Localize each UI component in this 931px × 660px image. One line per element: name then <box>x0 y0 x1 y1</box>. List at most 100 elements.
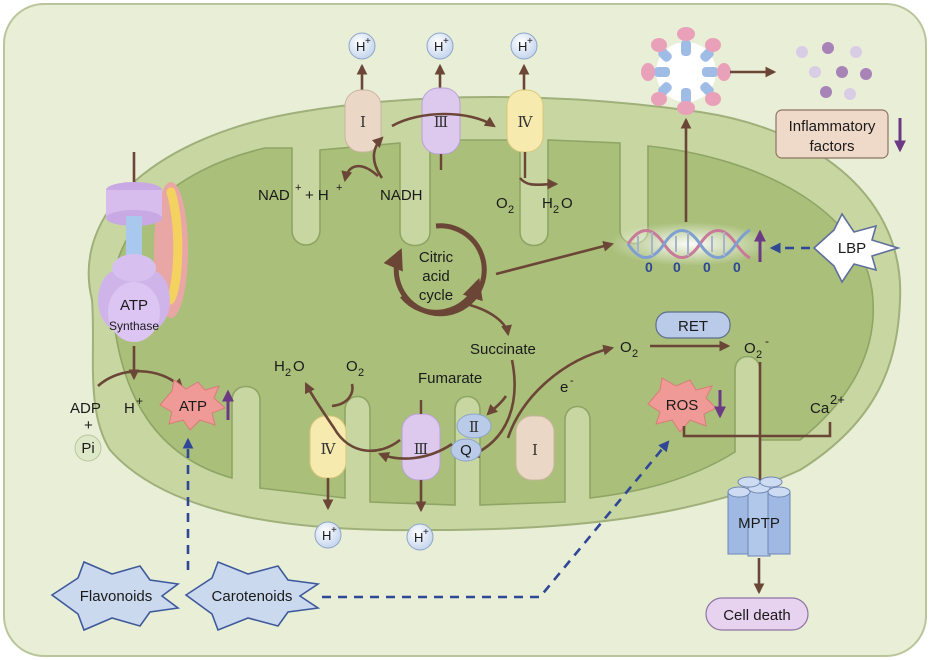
complex-iv-bot-label: Ⅳ <box>321 440 337 458</box>
complex-ii <box>456 413 492 439</box>
citric-acid-cycle <box>383 223 487 317</box>
ubiquinone-q <box>450 438 482 462</box>
inflammatory-label-2: factors <box>809 138 854 155</box>
succinate-to-q-arrow <box>467 359 516 458</box>
atp-synthase-sublabel: Synthase <box>109 319 159 333</box>
pi-circle <box>74 434 102 462</box>
iii-to-iv-arrow <box>304 382 401 453</box>
nadh-to-complex-arrow <box>371 136 384 179</box>
o2-top-label: O <box>496 195 508 212</box>
dna-zero-2: 0 <box>673 259 681 275</box>
flavonoids-star <box>50 560 181 632</box>
complex-iii-bot-label: Ⅲ <box>414 440 428 458</box>
complex-i-bot-label: I <box>532 441 538 459</box>
cycle-to-succinate-arrow <box>465 302 512 337</box>
o2-to-h2o-top-arrow <box>518 177 559 190</box>
dna-zero-3: 0 <box>703 259 711 275</box>
nad-plus: + <box>295 182 301 194</box>
o2-bot-sub: 2 <box>358 367 364 379</box>
ca-charge: 2+ <box>830 392 845 407</box>
atp-label: ATP <box>179 398 207 415</box>
h-proton-label: H <box>124 400 135 417</box>
carotenoids-label: Carotenoids <box>212 588 293 605</box>
dna-zero-4: 0 <box>733 259 741 275</box>
nad-release-arrow <box>341 164 379 183</box>
h2o-bot-o: O <box>293 358 305 375</box>
cycle-label: cycle <box>419 287 453 304</box>
complex-iv-top-label: Ⅳ <box>518 113 534 131</box>
complex-i-bottom <box>515 415 555 481</box>
cytokine-dots <box>796 42 872 100</box>
superoxide-charge: - <box>765 334 769 348</box>
ros-ca-bracket <box>682 422 832 438</box>
h-top-3-label: H <box>518 39 527 54</box>
citric-label: Citric <box>419 249 454 266</box>
dna-glow <box>608 222 772 266</box>
h-top-1-label: H <box>356 39 365 54</box>
carotenoids-star <box>184 560 321 632</box>
adp-label: ADP <box>70 400 101 417</box>
inflammatory-label-1: Inflammatory <box>789 118 876 135</box>
ii-to-fumarate-arrow <box>486 395 508 416</box>
h2o-bot-label: H <box>274 358 285 375</box>
o2-ret-label: O <box>620 339 632 356</box>
atp-synthase-label: ATP <box>120 297 148 314</box>
adp-plus-label: + <box>84 417 93 434</box>
atp-synthase-icon <box>98 152 188 342</box>
h-proton-plus: + <box>136 394 143 408</box>
h-proton-bottom-1 <box>314 521 342 549</box>
electron-leak-arrow <box>506 344 615 439</box>
h-proton-top-3 <box>510 32 538 60</box>
atp-star <box>159 379 226 431</box>
superoxide-sub: 2 <box>756 349 762 361</box>
h-top-2-label: H <box>434 39 443 54</box>
o2-bot-label: O <box>346 358 358 375</box>
cell-death-label: Cell death <box>723 607 791 624</box>
ret-box <box>655 311 731 339</box>
h-proton-top-2 <box>426 32 454 60</box>
complex-ii-label: Ⅱ <box>469 418 479 436</box>
succinate-label: Succinate <box>470 341 536 358</box>
nad-h-plus: + <box>336 182 342 194</box>
h-top-3-plus: + <box>527 36 533 47</box>
q-to-iii-arrow <box>377 442 453 463</box>
mptp-label: MPTP <box>738 515 780 532</box>
h-proton-bottom-2 <box>406 523 434 551</box>
lbp-label: LBP <box>838 240 866 257</box>
h-top-1-plus: + <box>365 36 371 47</box>
ret-label: RET <box>678 318 708 335</box>
ca-label: Ca <box>810 400 830 417</box>
o2-ret-sub: 2 <box>632 348 638 360</box>
h2o-top-sub: 2 <box>553 204 559 216</box>
complex-i-top-label: I <box>360 113 366 131</box>
dna-helix-icon <box>626 228 751 260</box>
e-label: e <box>560 379 568 396</box>
ros-label: ROS <box>666 397 699 414</box>
e-minus: - <box>570 375 574 387</box>
nad-label: NAD <box>258 187 290 204</box>
h-top-2-plus: + <box>443 36 449 47</box>
inflammatory-factors-box <box>775 109 889 159</box>
mptp-channel-icon <box>727 476 791 557</box>
lbp-star <box>812 212 901 284</box>
dna-zero-1: 0 <box>645 259 653 275</box>
h-bot-2-plus: + <box>423 527 429 538</box>
electron-flow-top-arrow <box>391 112 496 128</box>
h2o-top-o: O <box>561 195 573 212</box>
fumarate-label: Fumarate <box>418 370 482 387</box>
h2o-top-label: H <box>542 195 553 212</box>
nad-rest-label: + H <box>305 187 329 204</box>
pi-label: Pi <box>81 440 94 457</box>
acid-label: acid <box>422 268 450 285</box>
o2-bottom-connector <box>331 383 354 408</box>
cycle-to-dna-arrow <box>495 240 615 276</box>
o2-top-sub: 2 <box>508 204 514 216</box>
h-proton-top-1 <box>348 32 376 60</box>
h2o-bot-sub: 2 <box>285 367 291 379</box>
inflammasome-icon <box>641 27 731 115</box>
complex-iii-top-label: Ⅲ <box>434 113 448 131</box>
carotenoids-to-ros-arrow <box>322 440 670 599</box>
h-bot-2-label: H <box>414 530 423 545</box>
